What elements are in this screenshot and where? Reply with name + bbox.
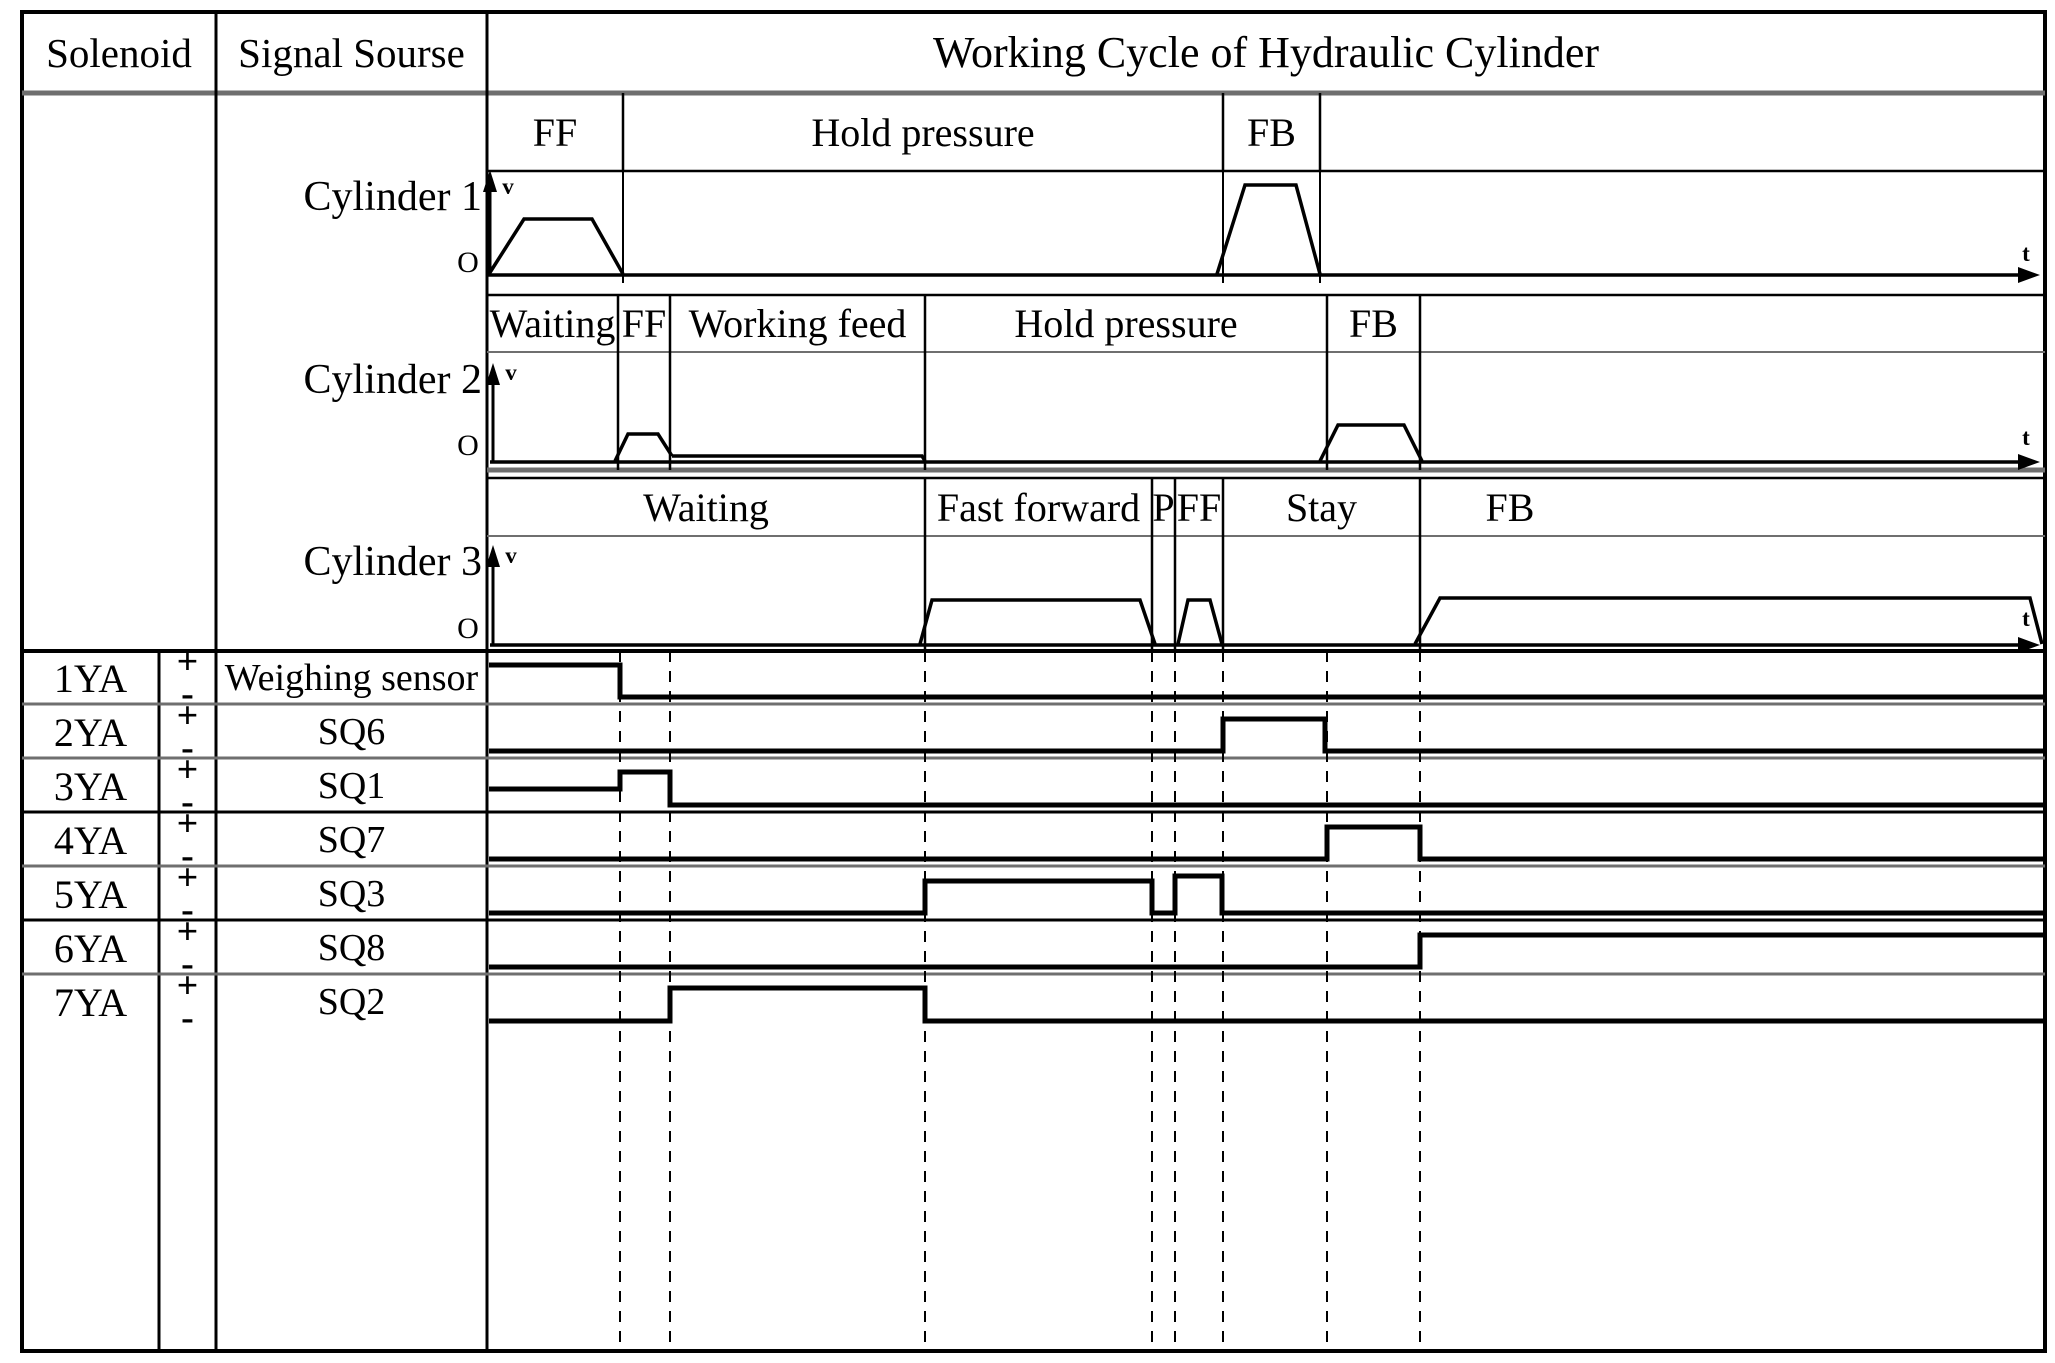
polarity-plus: +	[176, 911, 199, 954]
cyl2-phase-waiting: Waiting	[489, 301, 616, 346]
cyl1-axis-o: O	[457, 246, 479, 280]
header-working-cycle: Working Cycle of Hydraulic Cylinder	[932, 28, 1600, 78]
header-signal-source: Signal Sourse	[238, 29, 465, 76]
cyl3-phase-fast-forward: Fast forward	[936, 485, 1141, 530]
cyl2-label: Cylinder 2	[303, 356, 482, 403]
cyl1-phase-ff: FF	[532, 110, 578, 155]
polarity-minus: -	[181, 942, 194, 985]
cyl3-phase-fb: FB	[1485, 485, 1535, 530]
solenoid-4ya: 4YA	[53, 817, 128, 863]
cyl3-axis-v: v	[505, 542, 517, 568]
cyl1-label: Cylinder 1	[303, 173, 482, 220]
cyl1-axis-v: v	[502, 173, 514, 199]
cyl3-phase-waiting: Waiting	[643, 485, 769, 530]
cyl3-axis-o: O	[457, 612, 479, 646]
polarity-minus: -	[181, 780, 194, 823]
cyl3-phase-ff: FF	[1176, 485, 1222, 530]
cyl1-phase-fb: FB	[1247, 110, 1296, 155]
cyl3-axis-t: t	[2022, 605, 2030, 631]
cyl2-phase-fb: FB	[1349, 301, 1398, 346]
source-1ya: Weighing sensor	[224, 656, 479, 699]
source-5ya: SQ3	[317, 872, 386, 915]
polarity-5ya: + -	[159, 859, 216, 928]
cyl3-phase-stay: Stay	[1285, 485, 1358, 530]
source-7ya: SQ2	[317, 980, 386, 1023]
polarity-plus: +	[176, 965, 199, 1008]
cyl2-axis-v: v	[505, 359, 517, 385]
cyl3-phase-p: P	[1152, 485, 1175, 530]
polarity-plus: +	[176, 695, 199, 738]
cyl2-phase-working-feed: Working feed	[688, 301, 907, 346]
cyl2-axis-t: t	[2022, 424, 2030, 450]
polarity-1ya: + -	[159, 643, 216, 712]
polarity-4ya: + -	[159, 805, 216, 874]
header-solenoid: Solenoid	[46, 29, 192, 76]
cyl1-axis-t: t	[2022, 240, 2030, 266]
polarity-minus: -	[181, 834, 194, 877]
cyl1-phase-hold: Hold pressure	[811, 110, 1035, 155]
polarity-plus: +	[176, 857, 199, 900]
polarity-minus: -	[181, 996, 194, 1039]
solenoid-5ya: 5YA	[53, 871, 128, 917]
polarity-plus: +	[176, 749, 199, 792]
source-6ya: SQ8	[317, 926, 386, 969]
solenoid-6ya: 6YA	[53, 925, 128, 971]
solenoid-3ya: 3YA	[53, 763, 128, 809]
source-2ya: SQ6	[317, 710, 386, 753]
cyl2-phase-hold: Hold pressure	[1014, 301, 1238, 346]
polarity-minus: -	[181, 888, 194, 931]
solenoid-1ya: 1YA	[53, 655, 128, 701]
source-3ya: SQ1	[317, 764, 386, 807]
solenoid-7ya: 7YA	[53, 979, 128, 1025]
polarity-minus: -	[181, 726, 194, 769]
polarity-6ya: + -	[159, 913, 216, 982]
polarity-7ya: + -	[159, 967, 216, 1036]
polarity-2ya: + -	[159, 697, 216, 766]
cyl3-label: Cylinder 3	[303, 538, 482, 585]
solenoid-2ya: 2YA	[53, 709, 128, 755]
polarity-3ya: + -	[159, 751, 216, 820]
cyl2-phase-ff: FF	[621, 301, 667, 346]
cyl2-axis-o: O	[457, 429, 479, 463]
polarity-minus: -	[181, 672, 194, 715]
polarity-plus: +	[176, 641, 199, 684]
source-4ya: SQ7	[317, 818, 386, 861]
polarity-plus: +	[176, 803, 199, 846]
